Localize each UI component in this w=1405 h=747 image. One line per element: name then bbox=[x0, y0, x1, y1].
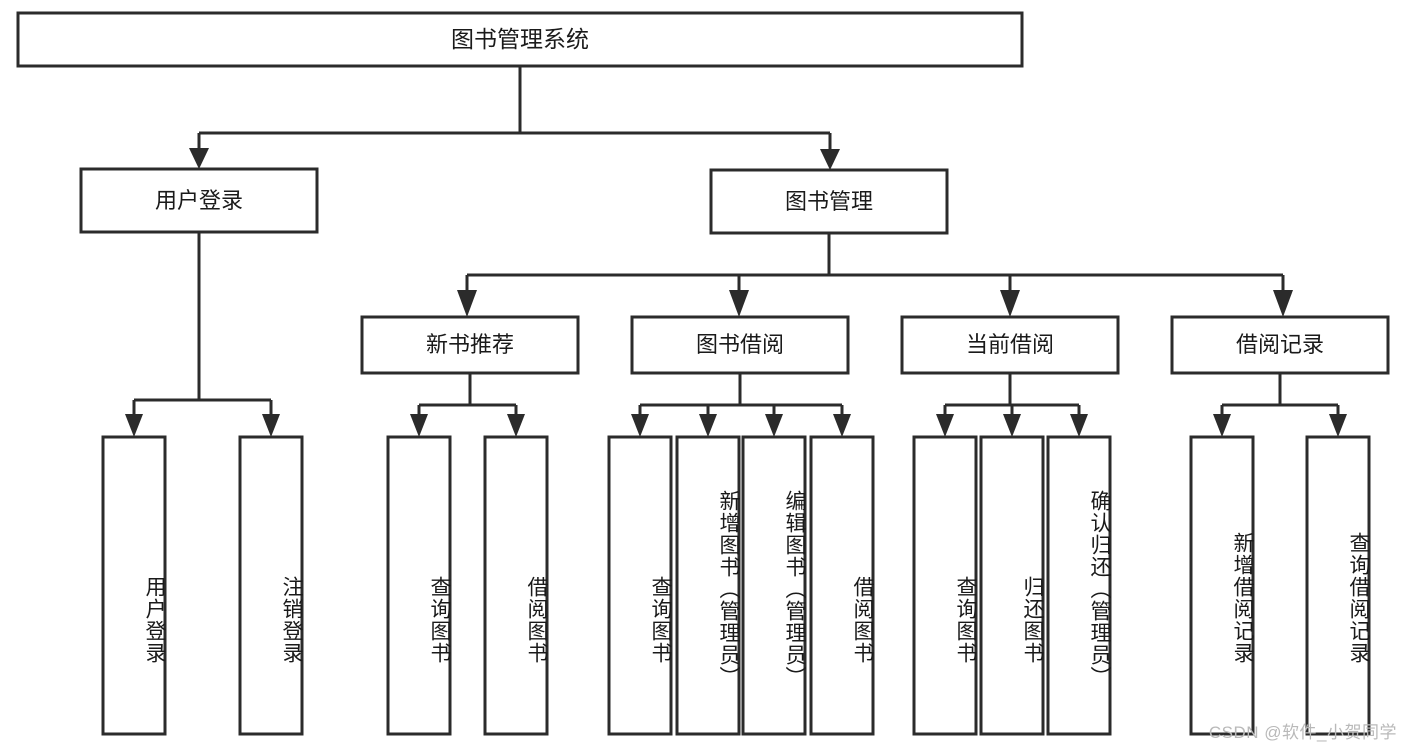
leaf-box-br-query-record[interactable] bbox=[1305, 435, 1371, 736]
arrow-head-bb-leaf-2 bbox=[699, 414, 717, 437]
arrow-head-nbr-leaf-2 bbox=[507, 414, 525, 437]
arrow-head-root-to-user-login bbox=[189, 148, 209, 169]
book-management-label: 图书管理 bbox=[785, 189, 873, 214]
current-borrow-label: 当前借阅 bbox=[966, 332, 1054, 357]
new-book-recommend-label: 新书推荐 bbox=[426, 332, 514, 357]
book-borrow-box[interactable] bbox=[630, 315, 850, 375]
leaf-box-br-add-record[interactable] bbox=[1189, 435, 1255, 736]
arrow-head-nbr-leaf-1 bbox=[410, 414, 428, 437]
leaf-box-cb-query-book[interactable] bbox=[912, 435, 978, 736]
arrow-head-br-leaf-2 bbox=[1329, 414, 1347, 437]
arrow-head-cb-leaf-2 bbox=[1003, 414, 1021, 437]
arrow-head-to-new-book bbox=[457, 290, 477, 317]
leaf-box-bb-borrow-book[interactable] bbox=[809, 435, 875, 736]
node-book-borrow[interactable]: 图书借阅 bbox=[630, 315, 850, 375]
leaf-box-bb-query-book[interactable] bbox=[607, 435, 673, 736]
leaf-box-nbr-query-book[interactable] bbox=[386, 435, 452, 736]
arrow-head-br-leaf-1 bbox=[1213, 414, 1231, 437]
node-new-book-recommend[interactable]: 新书推荐 bbox=[360, 315, 580, 375]
arrow-head-bb-leaf-3 bbox=[765, 414, 783, 437]
csdn-watermark: CSDN @软件_小贺同学 bbox=[1208, 723, 1397, 742]
leaf-box-cb-confirm-return[interactable] bbox=[1046, 435, 1112, 736]
borrow-record-box[interactable] bbox=[1170, 315, 1390, 375]
node-book-management[interactable]: 图书管理 bbox=[709, 168, 949, 235]
arrow-head-to-borrow-record bbox=[1273, 290, 1293, 317]
node-current-borrow[interactable]: 当前借阅 bbox=[900, 315, 1120, 375]
arrow-head-to-leaf-user-login bbox=[125, 414, 143, 437]
arrow-head-root-to-book-mgmt bbox=[820, 149, 840, 170]
arrow-head-bb-leaf-1 bbox=[631, 414, 649, 437]
arrow-head-to-book-borrow bbox=[729, 290, 749, 317]
leaf-box-user-login[interactable] bbox=[101, 435, 167, 736]
root-label: 图书管理系统 bbox=[451, 26, 589, 52]
root-box[interactable] bbox=[16, 11, 1024, 68]
leaf-box-logout[interactable] bbox=[238, 435, 304, 736]
arrow-head-bb-leaf-4 bbox=[833, 414, 851, 437]
book-borrow-label: 图书借阅 bbox=[696, 332, 784, 357]
current-borrow-box[interactable] bbox=[900, 315, 1120, 375]
leaf-box-cb-return-book[interactable] bbox=[979, 435, 1045, 736]
arrow-head-cb-leaf-3 bbox=[1070, 414, 1088, 437]
node-root[interactable]: 图书管理系统 bbox=[16, 11, 1024, 68]
borrow-record-label: 借阅记录 bbox=[1236, 332, 1324, 357]
node-borrow-record[interactable]: 借阅记录 bbox=[1170, 315, 1390, 375]
leaf-box-nbr-borrow-book[interactable] bbox=[483, 435, 549, 736]
node-user-login[interactable]: 用户登录 bbox=[79, 167, 319, 234]
leaf-box-bb-add-book[interactable] bbox=[675, 435, 741, 736]
arrow-head-to-current-borrow bbox=[1000, 290, 1020, 317]
book-management-box[interactable] bbox=[709, 168, 949, 235]
arrow-head-cb-leaf-1 bbox=[936, 414, 954, 437]
arrow-head-to-leaf-logout bbox=[262, 414, 280, 437]
leaf-box-bb-edit-book[interactable] bbox=[741, 435, 807, 736]
new-book-recommend-box[interactable] bbox=[360, 315, 580, 375]
user-login-label: 用户登录 bbox=[155, 188, 243, 213]
